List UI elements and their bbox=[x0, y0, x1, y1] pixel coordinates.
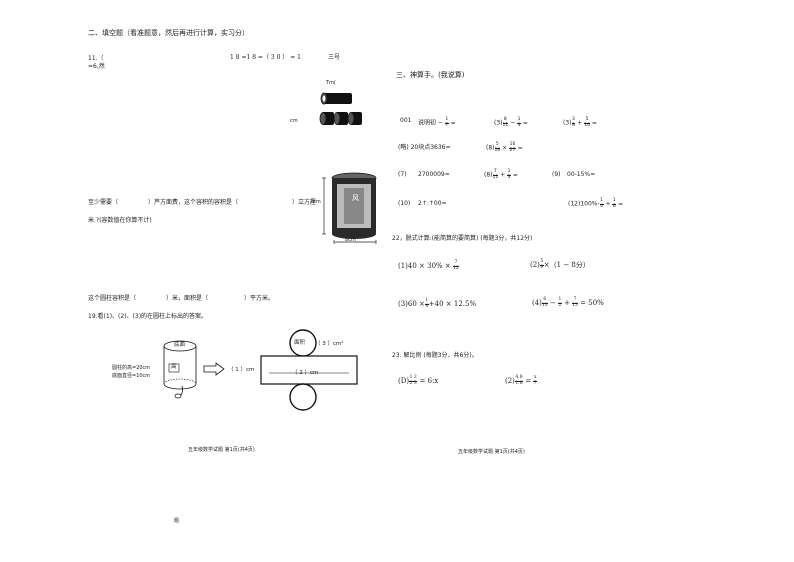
calc-7-text: 2700009= bbox=[418, 171, 450, 178]
q11-formula: 1 8 =1 8 =（ 3 0 ） = 1 bbox=[230, 54, 301, 61]
can-label-text: 风 bbox=[352, 194, 359, 202]
section3-heading: 三、神算手。(我说算) bbox=[396, 71, 465, 79]
can-height-label: 2cm bbox=[310, 199, 321, 205]
unfolded-cylinder-net bbox=[260, 329, 358, 411]
q19-text: 19.看(1)、(2)、(3)的在圆柱上标出的答案。 bbox=[88, 313, 208, 320]
footer-right: 五年级数学试题 第1页(共4页) bbox=[458, 449, 525, 455]
calc-001-label: 001 bbox=[400, 117, 412, 124]
cylinder-diagram bbox=[163, 340, 197, 399]
net-label-3: （ 3 ）cm² bbox=[315, 341, 344, 347]
arrow-right-icon bbox=[203, 362, 225, 376]
rolled-tubes-picture bbox=[319, 92, 362, 125]
calc-row2-left: (略) 20块点3636= bbox=[398, 144, 451, 151]
surface-text-a: 这个圆柱容积是（ bbox=[88, 295, 137, 302]
q11-prefix: 11.（ bbox=[88, 55, 104, 62]
q22-heading: 22，脱式计算:(能简算的要简算) (每题3分，共12分) bbox=[392, 235, 533, 242]
fill-text-2: ）芦方面费，这个容积的容积是（ bbox=[148, 199, 239, 206]
q11-line2: =6,然 bbox=[88, 63, 105, 70]
section2-heading: 二、填空题（看准题意，然后再进行计算，实习分） bbox=[88, 29, 249, 37]
net-label-2: （ 2 ）cm bbox=[292, 370, 319, 376]
fill-text-3: ）立方厘 bbox=[292, 199, 317, 206]
calc-9-label: (9) bbox=[552, 171, 561, 178]
tea-can-picture bbox=[322, 172, 377, 244]
fill-text-1: 至少需要（ bbox=[88, 199, 119, 206]
calc-7-label: (7) bbox=[398, 171, 407, 178]
net-label-1: （ 1 ）cm bbox=[228, 367, 255, 373]
surface-text-b: ）米，面积是（ bbox=[166, 295, 209, 302]
calc-9-text: 00-15%= bbox=[567, 171, 596, 178]
fill-text-4: 米 ?(容数值在你算不计) bbox=[88, 217, 152, 224]
cylinder-info-height: 圆柱的高=20cm bbox=[112, 365, 151, 371]
q11-suffix: 三号 bbox=[328, 54, 341, 61]
calc-10-text: 2↑:↑00= bbox=[418, 200, 447, 207]
calc-10-label: (10) bbox=[398, 200, 411, 207]
picture-left-label: cm bbox=[290, 118, 298, 124]
cylinder-side-label: 高 bbox=[171, 364, 177, 370]
can-width-label: 8cm bbox=[345, 237, 356, 243]
cylinder-top-label: 底面 bbox=[174, 342, 186, 348]
surface-text-c: ）平方米。 bbox=[244, 295, 275, 302]
cylinder-info-diameter: 底面直径=10cm bbox=[112, 373, 151, 379]
picture-top-label: Tm( bbox=[326, 80, 336, 86]
bottom-mark: 题 bbox=[174, 518, 180, 524]
net-circle-area-label: 面积 bbox=[294, 340, 306, 346]
q23-heading: 23. 解比例 (每题3分，共6分)。 bbox=[392, 352, 478, 359]
footer-left: 五年级数学试题 第1页(共4页) bbox=[188, 447, 255, 453]
